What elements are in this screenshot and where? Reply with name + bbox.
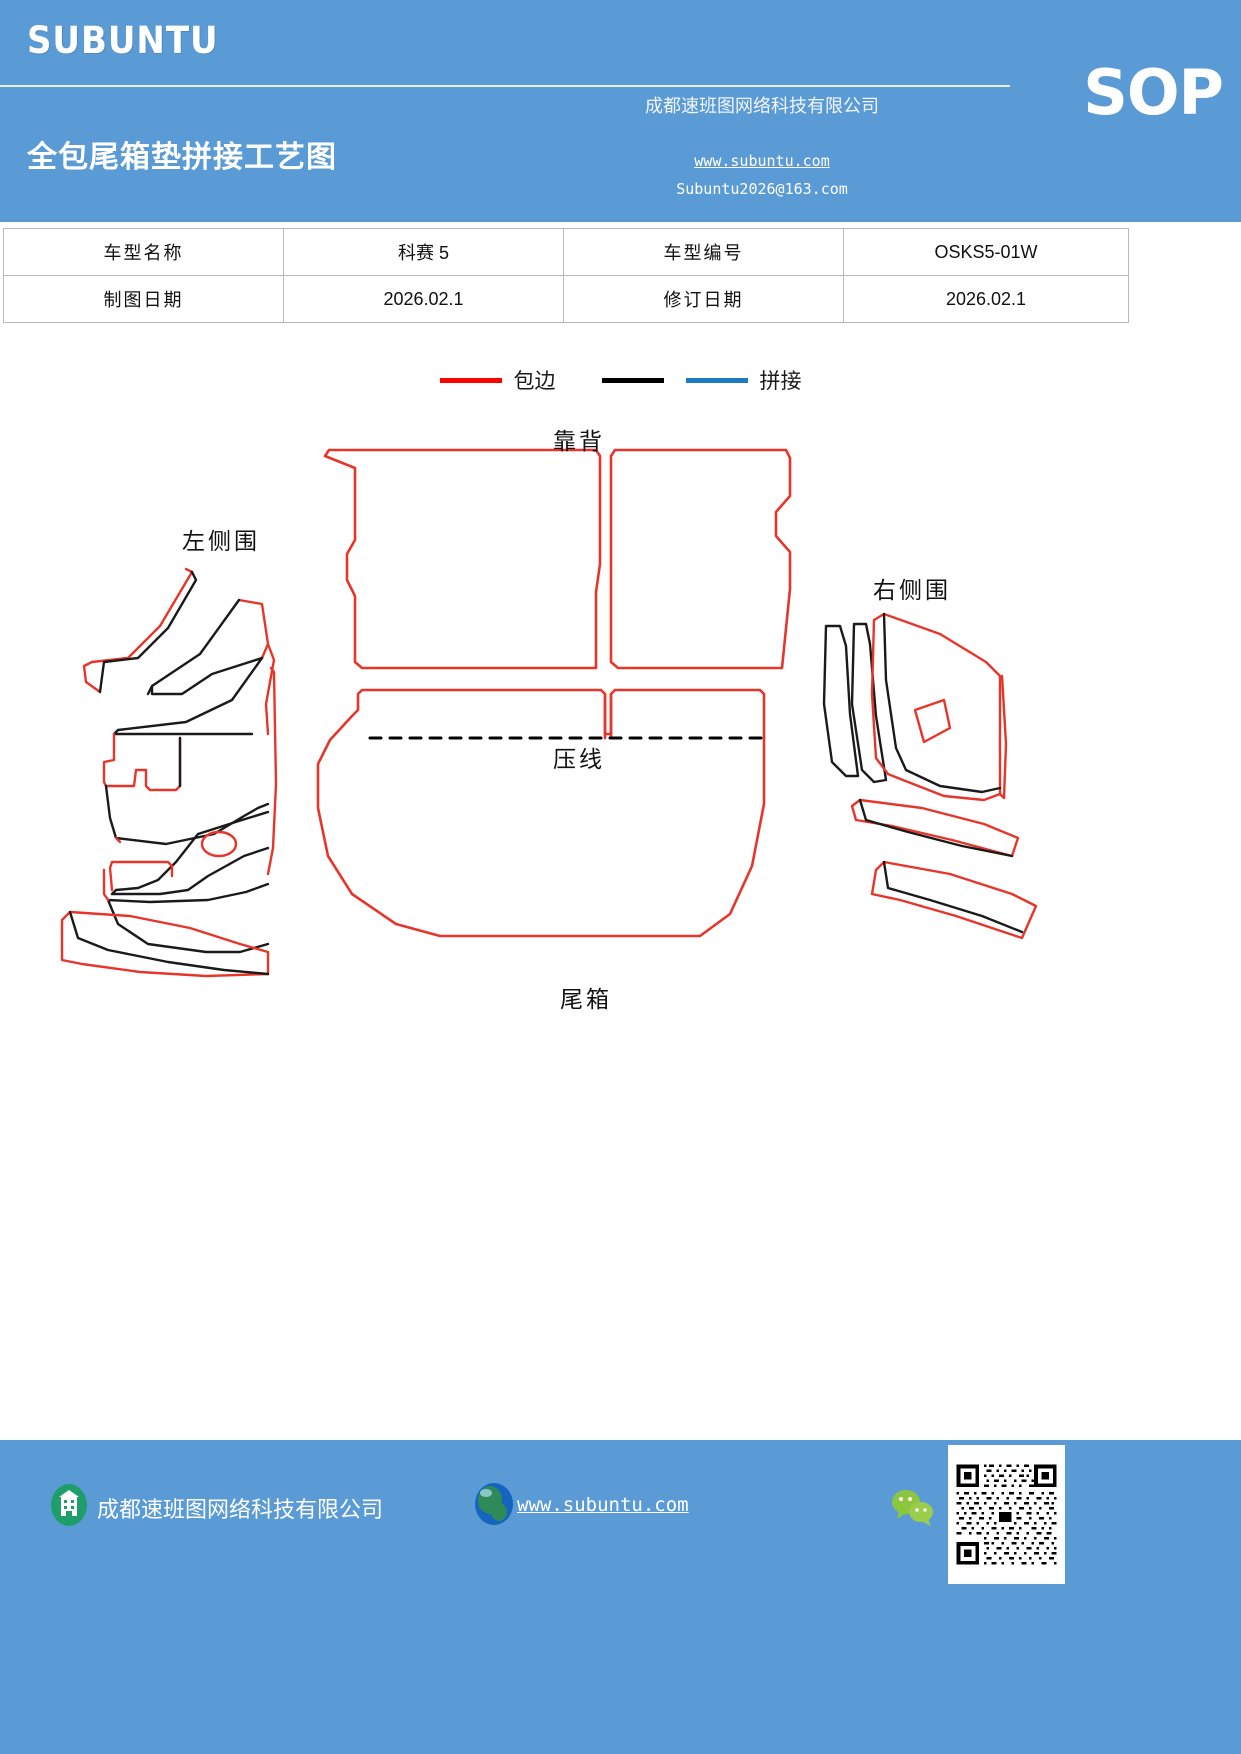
cell-model-name-value: 科赛 5 [283, 228, 564, 276]
table-row: 车型名称 科赛 5 车型编号 OSKS5-01W [3, 228, 1129, 276]
legend-swatch-red-icon [439, 377, 502, 383]
qr-code [948, 1445, 1065, 1584]
left-side-piece-5-splice [110, 810, 270, 896]
brand-logo: SUBUNTU [27, 19, 219, 62]
table-row: 制图日期 2026.02.1 修订日期 2026.02.1 [3, 275, 1129, 323]
header-email: Subuntu2026@163.com [676, 180, 848, 198]
backrest-right-outline [609, 448, 792, 670]
cell-model-code-label: 车型编号 [563, 228, 844, 276]
right-side-piece-6-binding [998, 674, 1008, 800]
left-side-piece-2-binding [237, 598, 270, 660]
legend-item-binding: 包边 [439, 365, 556, 395]
part-label-backrest: 靠背 [553, 429, 605, 455]
sop-badge: SOP [1083, 56, 1224, 129]
part-label-trunk: 尾箱 [560, 987, 612, 1013]
left-side-piece-4-binding [114, 836, 122, 844]
legend-item-splice-blue: 拼接 [685, 365, 802, 395]
page-title: 全包尾箱垫拼接工艺图 [27, 140, 337, 175]
right-side-piece-4-binding [850, 798, 1020, 858]
technical-drawing: 靠背 左侧围 右侧围 压线 尾箱 [0, 404, 1241, 1044]
cell-revise-date-value: 2026.02.1 [843, 275, 1129, 323]
right-side-piece-5-splice [882, 860, 1024, 934]
drawing-svg [60, 448, 1038, 978]
header-website-link[interactable]: www.subuntu.com [694, 152, 830, 170]
legend-item-splice-black [601, 377, 664, 383]
trunk-floor-outline [316, 688, 766, 938]
part-label-press-line: 压线 [553, 747, 605, 773]
cell-model-name-label: 车型名称 [3, 228, 284, 276]
right-side-body-binding [870, 612, 1002, 802]
right-side-piece-1-splice [822, 624, 860, 778]
cell-revise-date-label: 修订日期 [563, 275, 844, 323]
left-side-piece-8-splice [68, 910, 270, 976]
left-side-piece-3-splice [112, 656, 264, 736]
legend-swatch-blue-icon [685, 377, 748, 383]
left-side-right-edge-binding [266, 666, 278, 876]
left-side-piece-1-binding [82, 567, 194, 694]
left-side-piece-8-binding [60, 910, 270, 978]
backrest-left-outline [323, 448, 602, 670]
left-side-hole [200, 830, 238, 858]
legend-label-binding: 包边 [513, 369, 556, 393]
left-side-piece-7-binding [102, 868, 110, 902]
left-side-piece-7-splice [106, 882, 270, 954]
right-side-piece-5-binding [870, 860, 1038, 940]
page-header: SUBUNTU SOP 全包尾箱垫拼接工艺图 成都速班图网络科技有限公司 www… [0, 0, 1241, 222]
trunk-center-seam [603, 692, 613, 740]
left-side-piece-6-binding [108, 860, 174, 892]
legend-swatch-black-icon [601, 377, 664, 383]
cell-draw-date-label: 制图日期 [3, 275, 284, 323]
left-side-notch-binding [102, 732, 182, 792]
building-icon [50, 1483, 88, 1527]
right-side-body-splice [882, 612, 1002, 794]
right-side-piece-4-splice [858, 798, 1014, 858]
cell-model-code-value: OSKS5-01W [843, 228, 1129, 276]
left-side-piece-3-binding [264, 642, 276, 736]
right-side-hole [913, 698, 952, 744]
part-label-left-side: 左侧围 [182, 529, 260, 555]
cell-draw-date-value: 2026.02.1 [283, 275, 564, 323]
left-side-piece-4-splice [104, 784, 270, 846]
wechat-icon [890, 1487, 938, 1527]
left-side-piece-2-splice [146, 598, 264, 696]
vehicle-info-table: 车型名称 科赛 5 车型编号 OSKS5-01W 制图日期 2026.02.1 … [3, 228, 1129, 323]
footer-company-name: 成都速班图网络科技有限公司 [97, 1498, 384, 1523]
header-company-name: 成都速班图网络科技有限公司 [645, 96, 879, 117]
part-label-right-side: 右侧围 [873, 578, 951, 604]
legend-label-splice: 拼接 [759, 369, 802, 393]
right-side-piece-2-splice [850, 622, 888, 784]
footer-website-link[interactable]: www.subuntu.com [517, 1494, 689, 1516]
left-side-piece-1-splice [98, 570, 198, 694]
header-divider [0, 85, 1010, 87]
legend: 包边 拼接 [0, 360, 1241, 400]
globe-icon [473, 1482, 515, 1526]
